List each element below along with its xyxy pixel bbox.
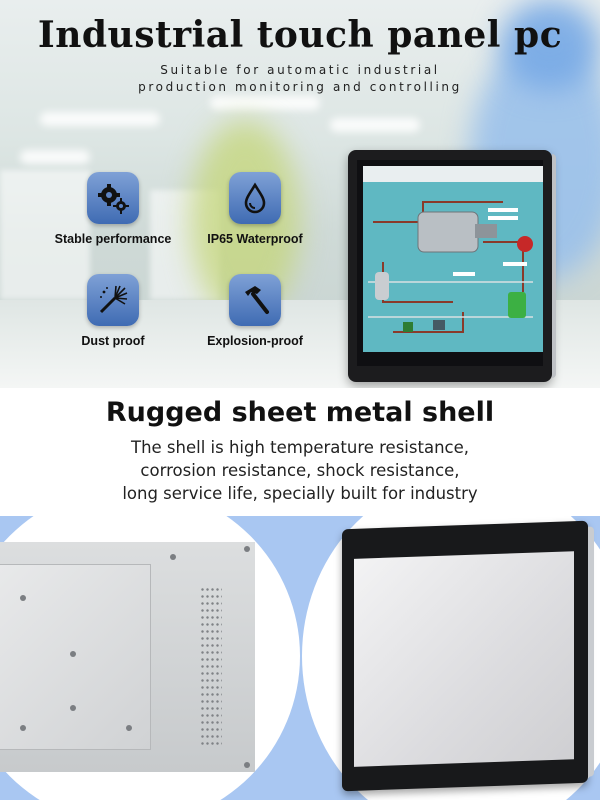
device-screen (354, 551, 574, 767)
feature-label: Explosion-proof (207, 334, 303, 348)
screw (20, 595, 26, 601)
screw (244, 762, 250, 768)
description-line: long service life, specially built for i… (122, 484, 478, 503)
screw (126, 725, 132, 731)
feature-label: Dust proof (81, 334, 145, 348)
gears-icon (87, 172, 139, 224)
monitor-screen (357, 160, 543, 366)
device-front-view (342, 520, 594, 792)
scada-header (363, 166, 543, 182)
feature-stable-performance: Stable performance (43, 172, 183, 246)
back-cover-plate (0, 564, 151, 750)
feature-label: Stable performance (54, 232, 172, 246)
brush-icon (87, 274, 139, 326)
screw (20, 725, 26, 731)
feature-ip65-waterproof: IP65 Waterproof (185, 172, 325, 246)
page-title: Industrial touch panel pc (37, 14, 563, 56)
screw (244, 546, 250, 552)
subtitle-line: Suitable for automatic industrial (160, 63, 440, 77)
screw (70, 705, 76, 711)
screw (170, 554, 176, 560)
product-photos (0, 516, 600, 800)
ceiling-light (210, 96, 320, 110)
page-subtitle: Suitable for automatic industrial produc… (0, 62, 600, 96)
worker-silhouette (500, 0, 600, 90)
subtitle-line: production monitoring and controlling (138, 80, 462, 94)
ceiling-light (20, 150, 90, 164)
device-back-panel (0, 542, 255, 772)
hammer-icon (229, 274, 281, 326)
description-line: The shell is high temperature resistance… (130, 438, 469, 457)
water-drop-icon (229, 172, 281, 224)
feature-explosion-proof: Explosion-proof (185, 274, 325, 348)
description-line: corrosion resistance, shock resistance, (140, 461, 460, 480)
background-shelf (0, 170, 90, 300)
section-heading: Rugged sheet metal shell (105, 397, 495, 428)
vent-holes (200, 586, 222, 746)
monitor-side-edge (552, 154, 556, 378)
feature-label: IP65 Waterproof (207, 232, 303, 246)
section-description: The shell is high temperature resistance… (0, 436, 600, 505)
touch-panel-monitor (348, 150, 556, 382)
scada-display (363, 166, 543, 352)
feature-dust-proof: Dust proof (43, 274, 183, 348)
ceiling-light (40, 112, 160, 126)
screw (70, 651, 76, 657)
device-side-edge (588, 526, 594, 777)
hero-banner: Industrial touch panel pc Suitable for a… (0, 0, 600, 388)
ceiling-light (330, 118, 420, 132)
